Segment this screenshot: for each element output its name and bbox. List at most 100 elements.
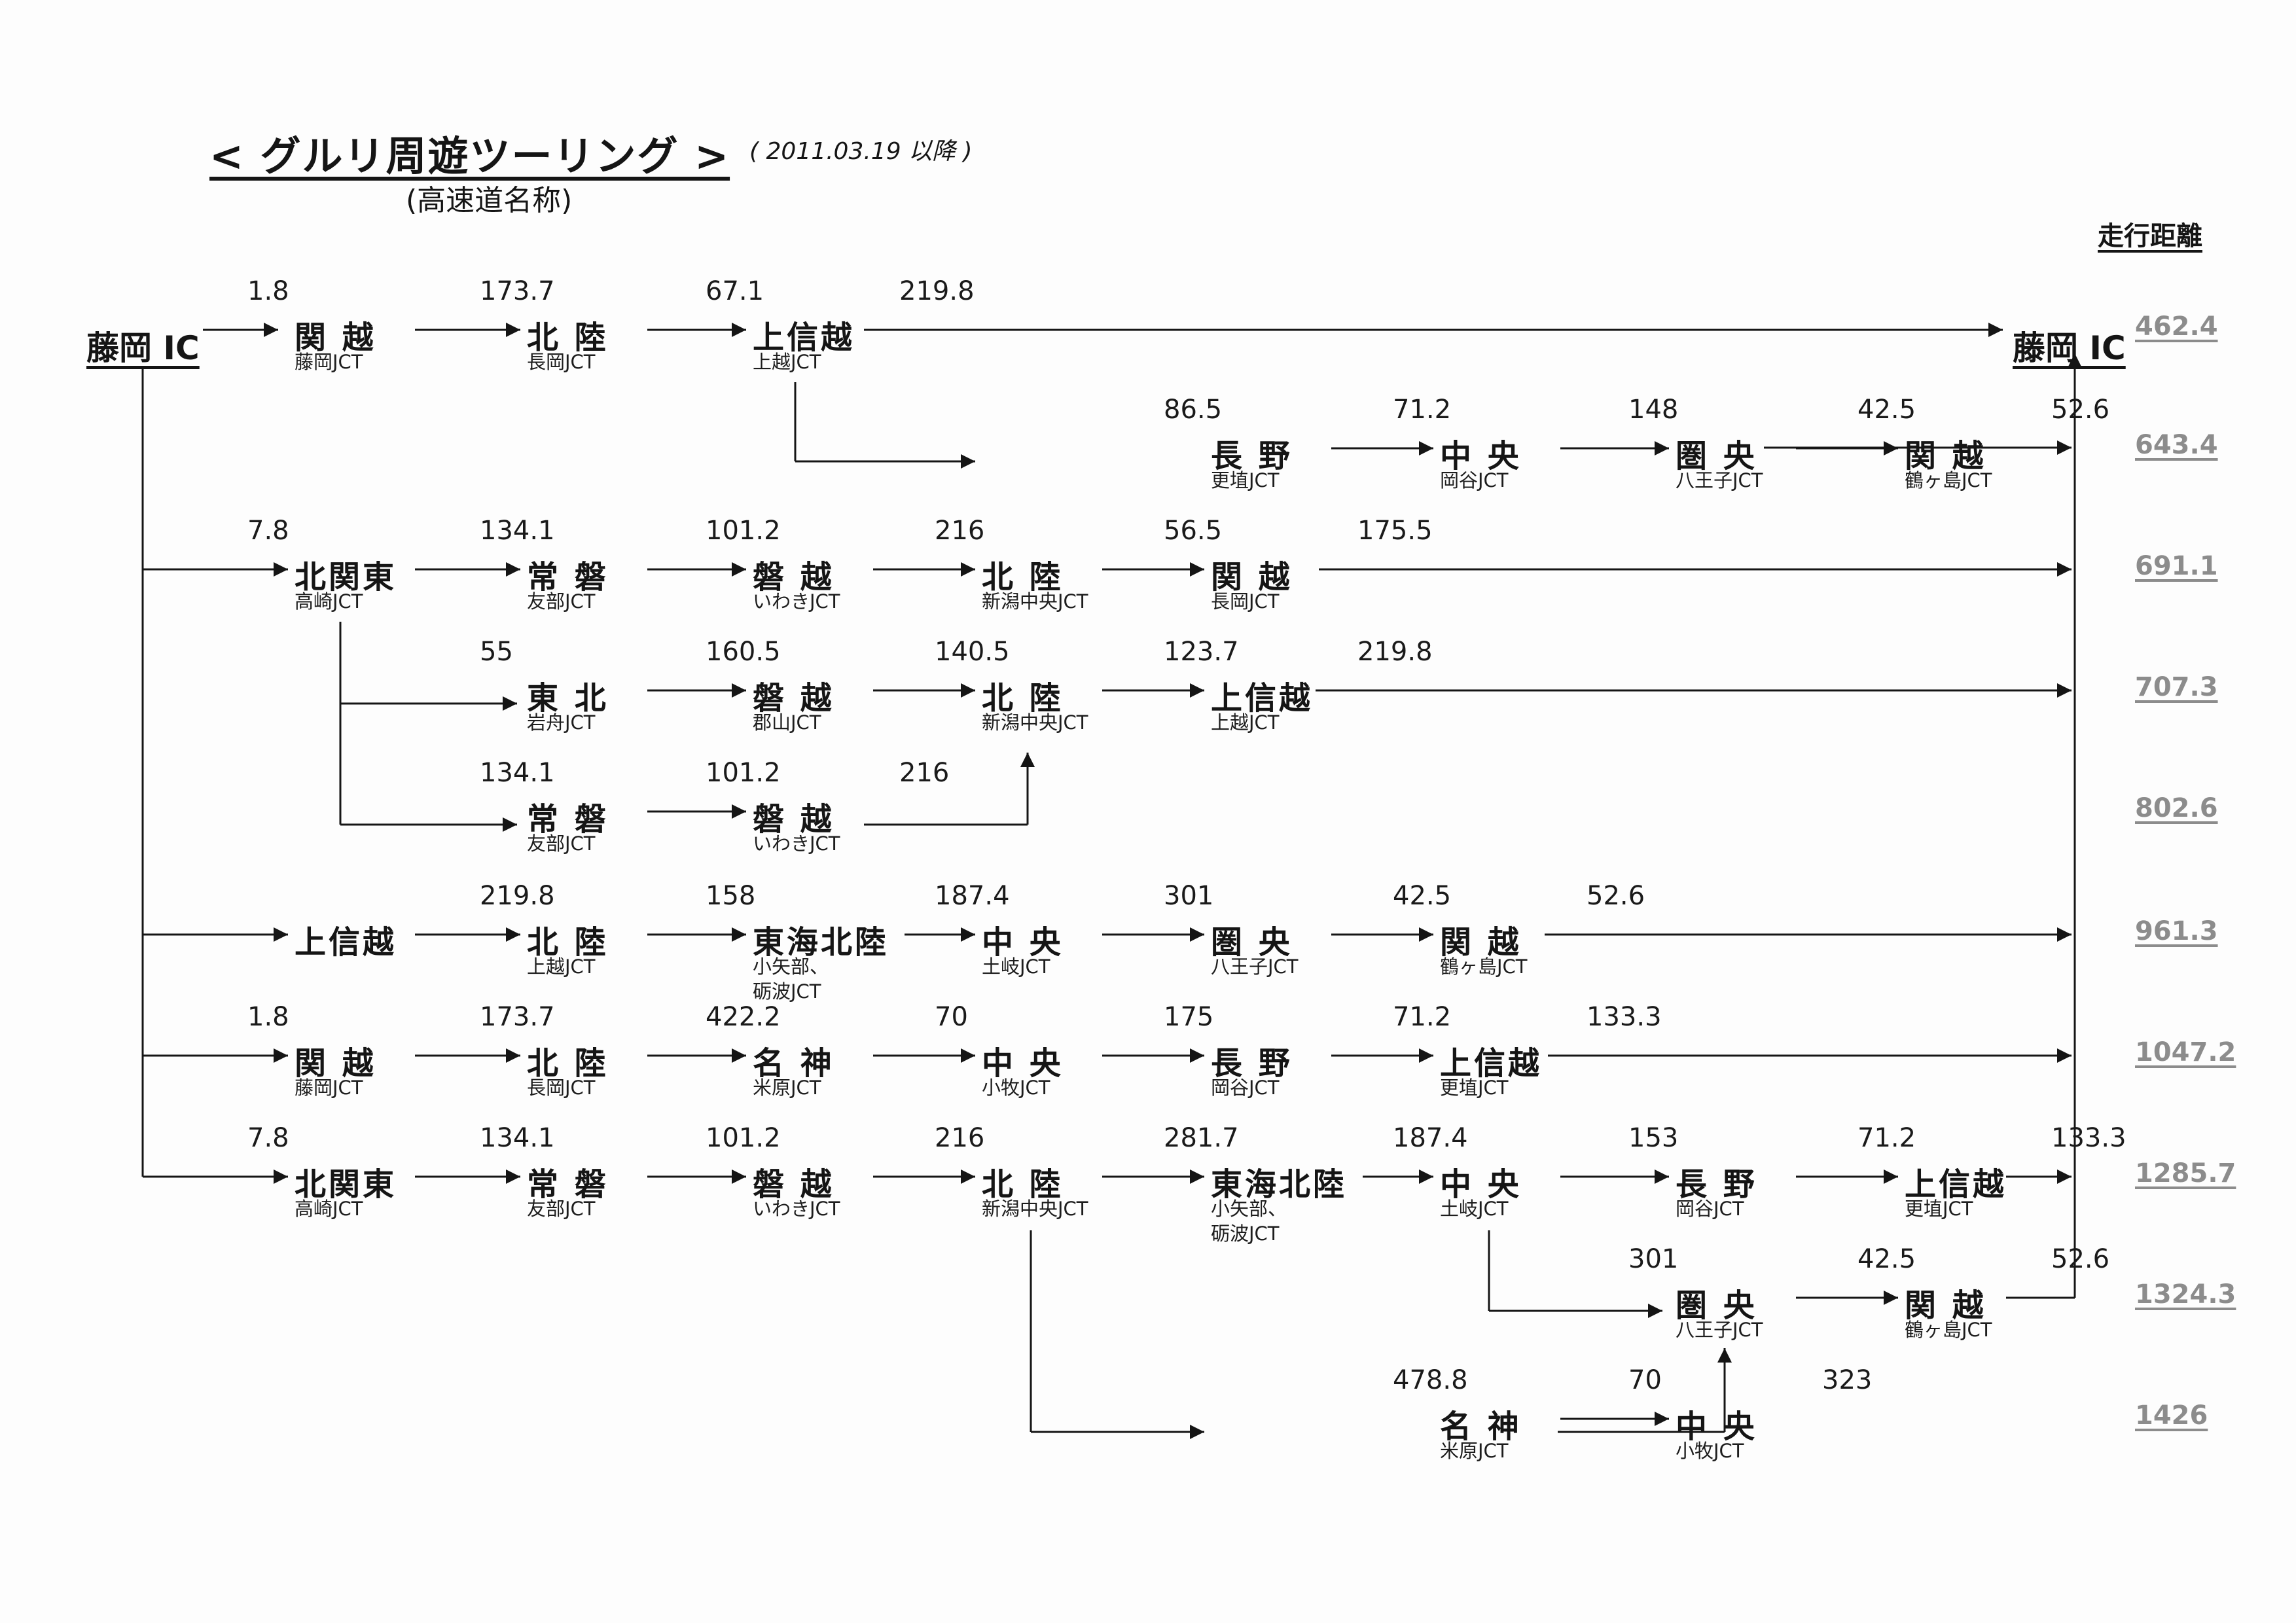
road-r4-1: 磐 越: [753, 680, 834, 717]
connector-r10-1-head: [1655, 1412, 1669, 1426]
final-distance-label: 219.8: [899, 276, 975, 306]
road-r7-3: 中 央: [982, 1045, 1064, 1082]
distance-label: 478.8: [1393, 1365, 1468, 1395]
distance-label: 42.5: [1393, 881, 1452, 911]
jct-label: 岡谷JCT: [1440, 469, 1509, 491]
road-r3-2: 磐 越: [753, 559, 834, 596]
road-r10-0: 名 神: [1440, 1408, 1522, 1445]
route-r2-final-head: [2057, 440, 2072, 455]
connector-r1-1-head: [506, 323, 520, 337]
distance-label: 71.2: [1393, 1002, 1452, 1032]
final-distance-label: 216: [899, 758, 950, 788]
total-distance: 802.6: [2135, 793, 2218, 823]
branch-r3-r5-h-head: [503, 817, 517, 832]
distance-label: 148: [1628, 395, 1679, 425]
trunk-to-r3-head: [274, 562, 288, 577]
connector-r4-2-head: [961, 683, 975, 698]
jct-label: 高崎JCT: [295, 590, 363, 613]
road-r6-0: 上信越: [295, 924, 397, 961]
connector-r8-5-head: [1419, 1169, 1433, 1184]
road-r3-3: 北 陸: [982, 559, 1064, 596]
connector-r7-2-head: [732, 1048, 746, 1063]
connector-r7-4-head: [1190, 1048, 1204, 1063]
connector-r1-2-head: [732, 323, 746, 337]
route-r1-to-end-head: [1988, 323, 2003, 337]
branch-r3-r4-h-head: [503, 696, 517, 711]
page-title: < グルリ周遊ツーリング >: [209, 132, 730, 180]
distance-label: 134.1: [480, 1123, 555, 1153]
road-r2-2: 圏 央: [1676, 438, 1757, 474]
jct-label: 岩舟JCT: [527, 711, 596, 734]
distance-label: 173.7: [480, 276, 555, 306]
total-distance: 1285.7: [2135, 1158, 2236, 1188]
total-distance: 961.3: [2135, 916, 2218, 946]
distance-label: 123.7: [1164, 637, 1239, 667]
distance-label: 134.1: [480, 516, 555, 546]
final-distance-label: 219.8: [1357, 637, 1433, 667]
final-distance-label: 133.3: [1587, 1002, 1662, 1032]
distance-label: 70: [1628, 1365, 1662, 1395]
start-to-r1-head: [264, 323, 278, 337]
jct-label: 郡山JCT: [753, 711, 821, 734]
distance-label: 86.5: [1164, 395, 1223, 425]
jct-label: 新潟中央JCT: [982, 711, 1088, 734]
jct-label: 友部JCT: [527, 590, 596, 613]
road-r2-3: 関 越: [1905, 438, 1986, 474]
jct-label: 小矢部、 砺波JCT: [753, 955, 829, 1003]
road-r6-3: 中 央: [982, 924, 1064, 961]
final-distance-label: 52.6: [1587, 881, 1645, 911]
road-r1-2: 上信越: [753, 319, 855, 356]
jct-label: 藤岡JCT: [295, 351, 363, 373]
connector-r4-1-head: [732, 683, 746, 698]
road-r4-3: 上信越: [1211, 680, 1314, 717]
jct-label: 八王子JCT: [1676, 1319, 1763, 1341]
distance-label: 134.1: [480, 758, 555, 788]
distance-header: 走行距離: [2098, 221, 2202, 251]
connector-r7-5-head: [1419, 1048, 1433, 1063]
road-r6-5: 関 越: [1440, 924, 1522, 961]
total-distance: 462.4: [2135, 312, 2218, 342]
jct-label: 更埴JCT: [1905, 1198, 1973, 1220]
connector-r3-2-head: [732, 562, 746, 577]
total-distance: 1047.2: [2135, 1037, 2236, 1067]
jct-label: 岡谷JCT: [1676, 1198, 1744, 1220]
distance-label: 219.8: [480, 881, 555, 911]
road-r6-1: 北 陸: [527, 924, 609, 961]
connector-r8-4-head: [1190, 1169, 1204, 1184]
distance-label: 101.2: [706, 516, 781, 546]
connector-r6-1-head: [506, 927, 520, 942]
distance-label: 216: [935, 516, 985, 546]
road-r8-3: 北 陸: [982, 1166, 1064, 1203]
road-r9-0: 圏 央: [1676, 1287, 1757, 1324]
jct-label: 岡谷JCT: [1211, 1077, 1280, 1099]
jct-label: 土岐JCT: [1440, 1198, 1509, 1220]
branch-r1-r2-h-head: [961, 454, 975, 469]
jct-label: 米原JCT: [1440, 1440, 1509, 1462]
jct-label: 鶴ヶ島JCT: [1905, 469, 1992, 491]
jct-label: 小牧JCT: [1676, 1440, 1744, 1462]
connector-r4-3-head: [1190, 683, 1204, 698]
end-collector-head: [2068, 353, 2082, 368]
jct-label: 新潟中央JCT: [982, 1198, 1088, 1220]
route-r3-final-head: [2057, 562, 2072, 577]
jct-label: 上越JCT: [1211, 711, 1280, 734]
jct-label: 上越JCT: [527, 955, 596, 978]
distance-label: 1.8: [247, 276, 289, 306]
road-r7-2: 名 神: [753, 1045, 834, 1082]
distance-label: 187.4: [1393, 1123, 1468, 1153]
final-distance-label: 175.5: [1357, 516, 1433, 546]
r10-to-r9-up-head: [1717, 1348, 1732, 1363]
road-r7-4: 長 野: [1211, 1045, 1293, 1082]
r5-to-r4-up-head: [1020, 753, 1035, 767]
total-distance: 707.3: [2135, 672, 2218, 702]
distance-label: 301: [1164, 881, 1214, 911]
route-r7-final-head: [2057, 1048, 2072, 1063]
connector-r6-5-head: [1419, 927, 1433, 942]
connector-r7-1-head: [506, 1048, 520, 1063]
trunk-to-r8-head: [274, 1169, 288, 1184]
end-ic: 藤岡 IC: [2013, 329, 2126, 367]
jct-label: 鶴ヶ島JCT: [1440, 955, 1528, 978]
road-r7-1: 北 陸: [527, 1045, 609, 1082]
